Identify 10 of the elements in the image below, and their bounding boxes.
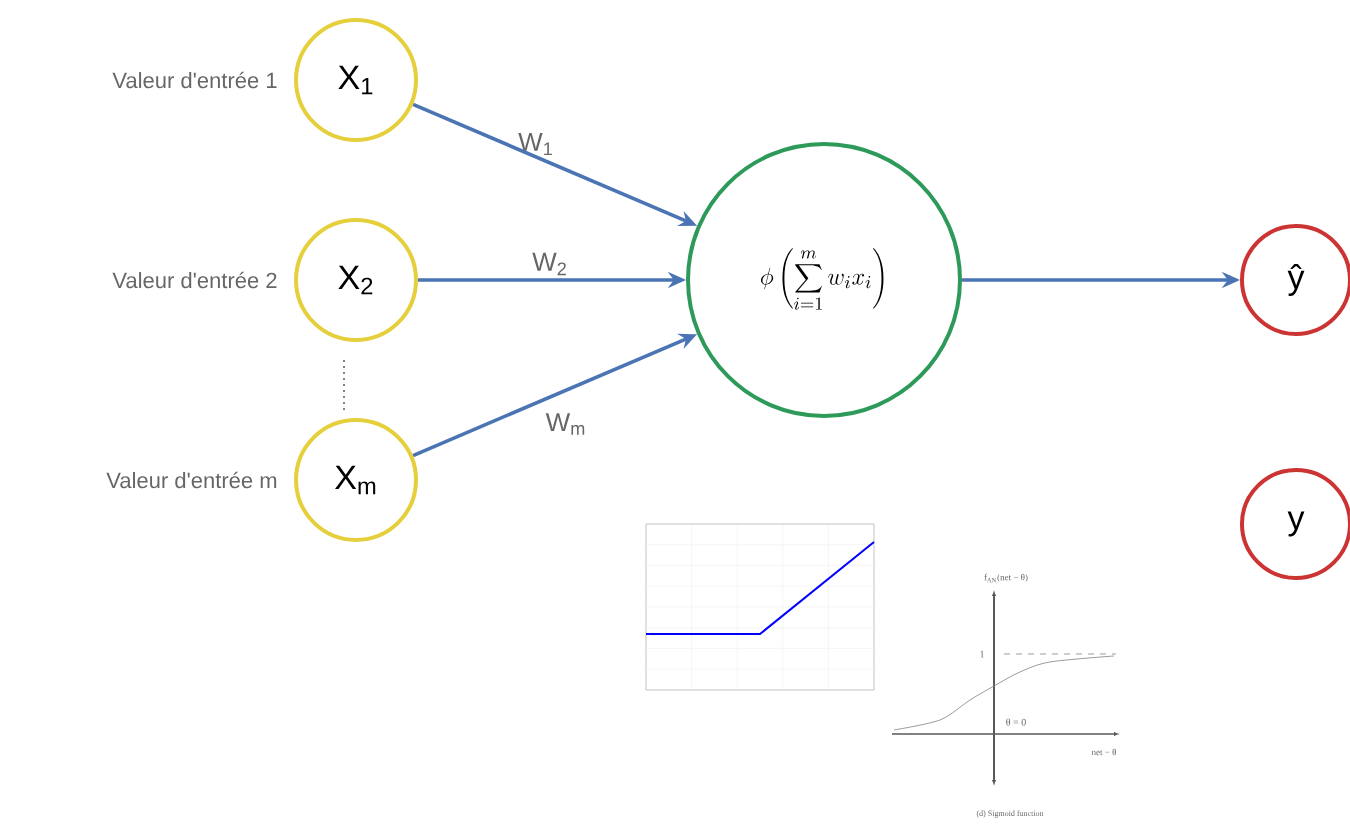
circle-node: X$_{2}$ (294, 218, 418, 342)
circle-node: X$_{1}$ (294, 18, 418, 142)
input-label: Valeur d'entrée 1 (112, 71, 277, 89)
edge-label: W$_{m}$ (545, 413, 585, 435)
circle-node: X$_{m}$ (294, 418, 418, 542)
input-label: Valeur d'entrée 2 (112, 271, 277, 289)
input-label: Valeur d'entrée m (106, 471, 277, 489)
edge-label: W$_{2}$ (532, 252, 566, 276)
circle-node: $\phi\left(\sum_{i=1}^{m} w_i x_i\right)$ (686, 142, 962, 418)
edge-label: W$_{1}$ (518, 132, 552, 156)
